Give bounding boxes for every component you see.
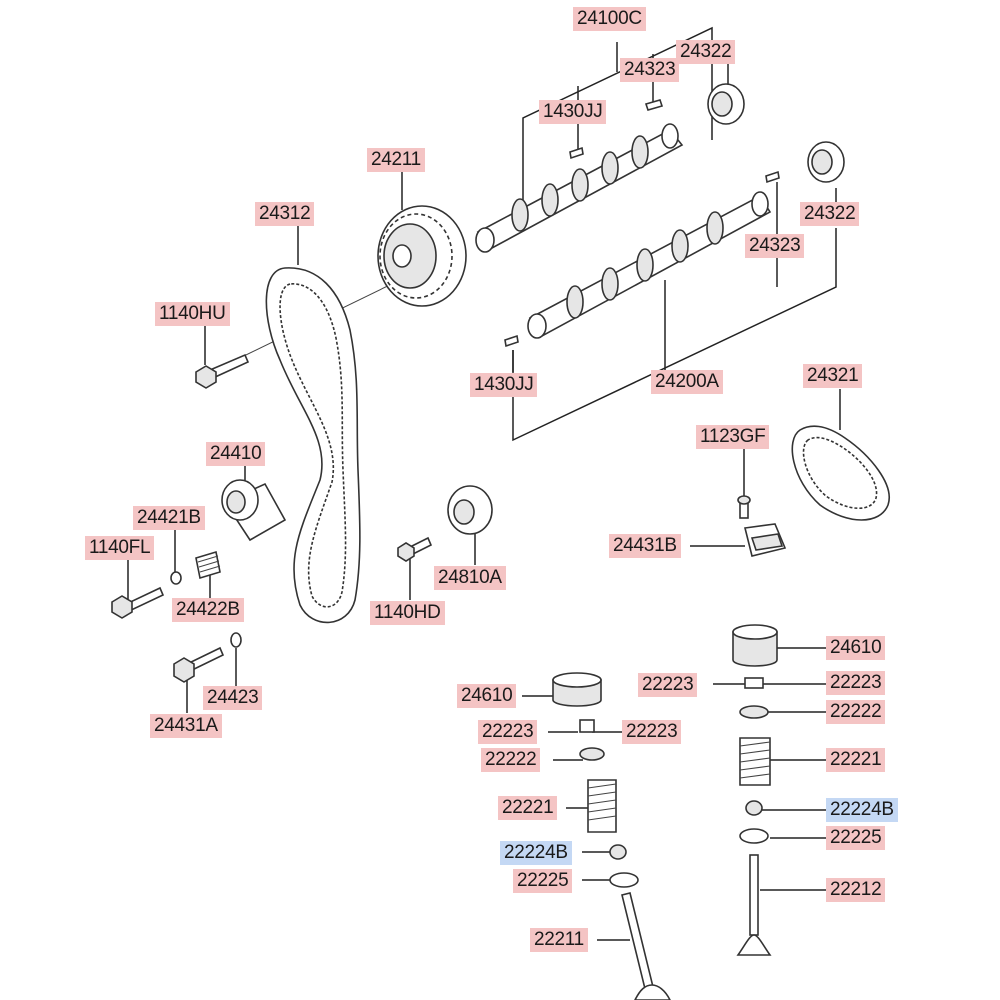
label-22223-right-right: 22223 <box>826 671 886 695</box>
bracket-24431b <box>744 523 787 557</box>
label-24431a: 24431A <box>150 714 222 738</box>
label-1140fl: 1140FL <box>85 536 155 560</box>
label-24323-right: 24323 <box>745 234 805 258</box>
label-1430jj-bottom: 1430JJ <box>470 373 538 397</box>
label-24322-top: 24322 <box>676 40 736 64</box>
camshaft-sprocket <box>377 205 467 307</box>
label-24610-left: 24610 <box>457 684 517 708</box>
label-22211: 22211 <box>530 928 588 952</box>
timing-belt <box>265 267 361 624</box>
label-24410: 24410 <box>206 442 266 466</box>
label-22224b-left: 22224B <box>500 841 572 865</box>
idler-pulley <box>447 485 493 535</box>
label-22225-right: 22225 <box>826 826 886 850</box>
camshaft-keys <box>504 99 780 348</box>
label-24100c: 24100C <box>573 7 646 31</box>
label-1140hd: 1140HD <box>370 601 445 625</box>
washer-24423 <box>230 632 242 648</box>
label-24323-top: 24323 <box>620 58 680 82</box>
label-1123gf: 1123GF <box>696 425 770 449</box>
label-24421b: 24421B <box>133 506 205 530</box>
label-24322-right: 24322 <box>800 202 860 226</box>
label-22221-right: 22221 <box>826 748 886 772</box>
oil-seal-right <box>807 141 845 183</box>
label-24312: 24312 <box>255 202 315 226</box>
label-24200a: 24200A <box>651 370 723 394</box>
washer-24421b <box>170 571 182 585</box>
label-22223-left-left: 22223 <box>478 720 538 744</box>
label-1140hu: 1140HU <box>155 302 230 326</box>
label-24431b: 24431B <box>609 534 681 558</box>
cam-cap-gasket <box>791 425 890 521</box>
bolt-1140hu <box>195 353 250 389</box>
right-valve-assembly <box>732 624 778 956</box>
label-1430jj-top: 1430JJ <box>539 100 607 124</box>
label-24810a: 24810A <box>434 566 506 590</box>
label-24321: 24321 <box>803 364 863 388</box>
left-valve-assembly <box>552 672 671 1000</box>
tensioner-spring <box>195 550 221 580</box>
bolt-1140fl <box>111 586 165 619</box>
timing-belt-tensioner <box>221 479 287 542</box>
label-24423: 24423 <box>203 686 263 710</box>
label-22223-left-right: 22223 <box>622 720 682 744</box>
label-22222-left: 22222 <box>481 748 541 772</box>
exhaust-camshaft <box>527 191 772 339</box>
leader-lines <box>127 26 841 941</box>
oil-seal-top <box>707 83 745 125</box>
label-24211: 24211 <box>367 148 425 172</box>
bolt-24431a <box>173 646 225 683</box>
label-22212: 22212 <box>826 878 886 902</box>
label-24610-right: 24610 <box>826 636 886 660</box>
label-22221-left: 22221 <box>498 796 558 820</box>
intake-camshaft <box>475 123 684 253</box>
label-24422b: 24422B <box>172 598 244 622</box>
label-22223-right-left: 22223 <box>638 673 698 697</box>
label-22222-right: 22222 <box>826 700 886 724</box>
label-22224b-right: 22224B <box>826 798 898 822</box>
label-22225-left: 22225 <box>513 869 573 893</box>
bolt-1123gf <box>737 495 751 519</box>
bolt-1140hd <box>397 536 433 562</box>
